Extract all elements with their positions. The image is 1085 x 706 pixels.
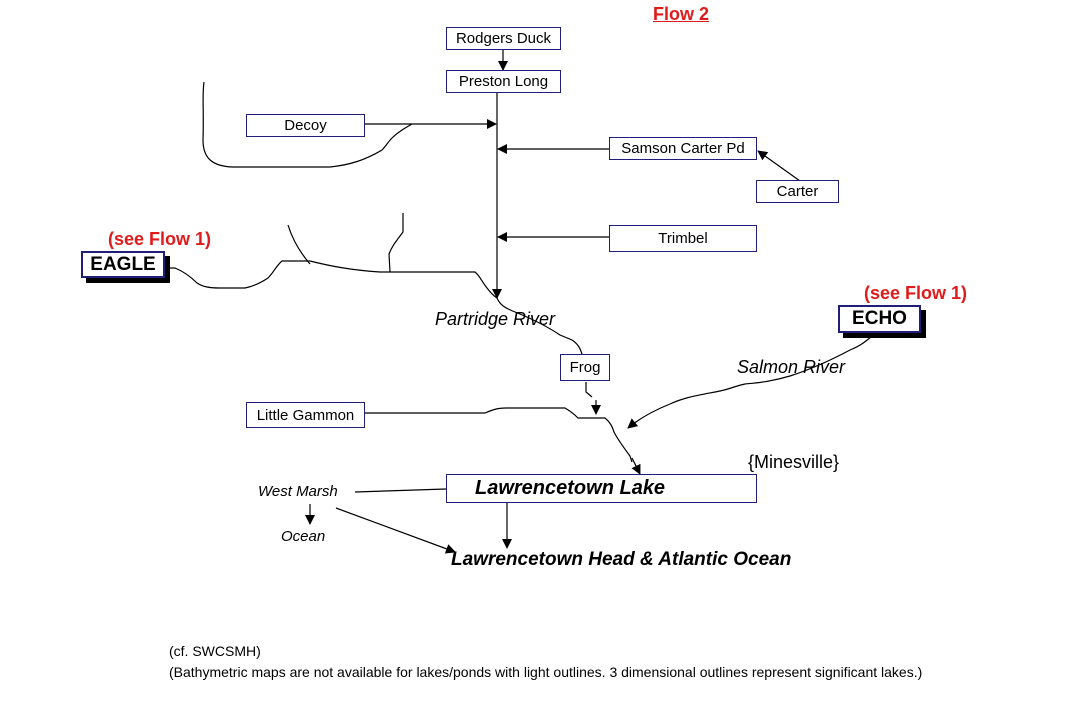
node-label: Trimbel (658, 230, 708, 247)
node-label: Samson Carter Pd (621, 140, 745, 157)
node-decoy[interactable]: Decoy (246, 114, 365, 137)
node-label: Preston Long (458, 73, 549, 90)
eagle-stream (166, 260, 498, 299)
salmon-river-line (627, 335, 873, 429)
footer-source: (cf. SWCSMH) (169, 643, 261, 659)
node-frog[interactable]: Frog (560, 354, 610, 381)
node-echo[interactable]: ECHO (838, 305, 921, 333)
see-flow-1-echo[interactable]: (see Flow 1) (864, 283, 968, 303)
node-lawrencetown-lake[interactable]: Lawrencetown Lake (446, 474, 757, 503)
diagram-title: Flow 2 (653, 4, 710, 24)
label-west-marsh: West Marsh (258, 483, 338, 500)
node-trimbel[interactable]: Trimbel (609, 225, 757, 252)
decoy-stream (202, 81, 413, 168)
label-minesville: {Minesville} (748, 452, 840, 472)
see-flow-1-eagle[interactable]: (see Flow 1) (108, 229, 212, 249)
node-eagle[interactable]: EAGLE (81, 251, 165, 278)
partridge-river-line (496, 297, 583, 355)
node-label: ECHO (852, 308, 907, 329)
node-samson-carter-pd[interactable]: Samson Carter Pd (609, 137, 757, 160)
label-partridge-river: Partridge River (435, 309, 556, 329)
node-preston-long[interactable]: Preston Long (446, 70, 561, 93)
arrow-carter (757, 150, 801, 182)
arrow-to-lake (631, 457, 641, 475)
node-label: Lawrencetown Lake (475, 477, 666, 499)
node-little-gammon[interactable]: Little Gammon (246, 402, 365, 428)
footer-note: (Bathymetric maps are not available for … (169, 664, 923, 680)
little-gammon-stream (365, 407, 633, 463)
label-outlet: Lawrencetown Head & Atlantic Ocean (451, 549, 792, 570)
eagle-tributary-2 (388, 213, 404, 273)
node-rodgers-duck[interactable]: Rodgers Duck (446, 27, 561, 50)
eagle-tributary-1 (287, 224, 311, 265)
node-label: Rodgers Duck (455, 30, 552, 47)
frog-outflow (585, 382, 593, 398)
label-salmon-river: Salmon River (737, 357, 846, 377)
west-marsh-link (354, 488, 447, 493)
node-label: Frog (569, 359, 601, 376)
node-label: Decoy (284, 117, 327, 134)
node-carter[interactable]: Carter (756, 180, 839, 203)
node-label: EAGLE (90, 253, 156, 275)
arrow-west-marsh-outlet (335, 507, 456, 554)
node-label: Carter (776, 183, 819, 200)
node-label: Little Gammon (256, 406, 355, 424)
label-ocean: Ocean (281, 528, 326, 545)
